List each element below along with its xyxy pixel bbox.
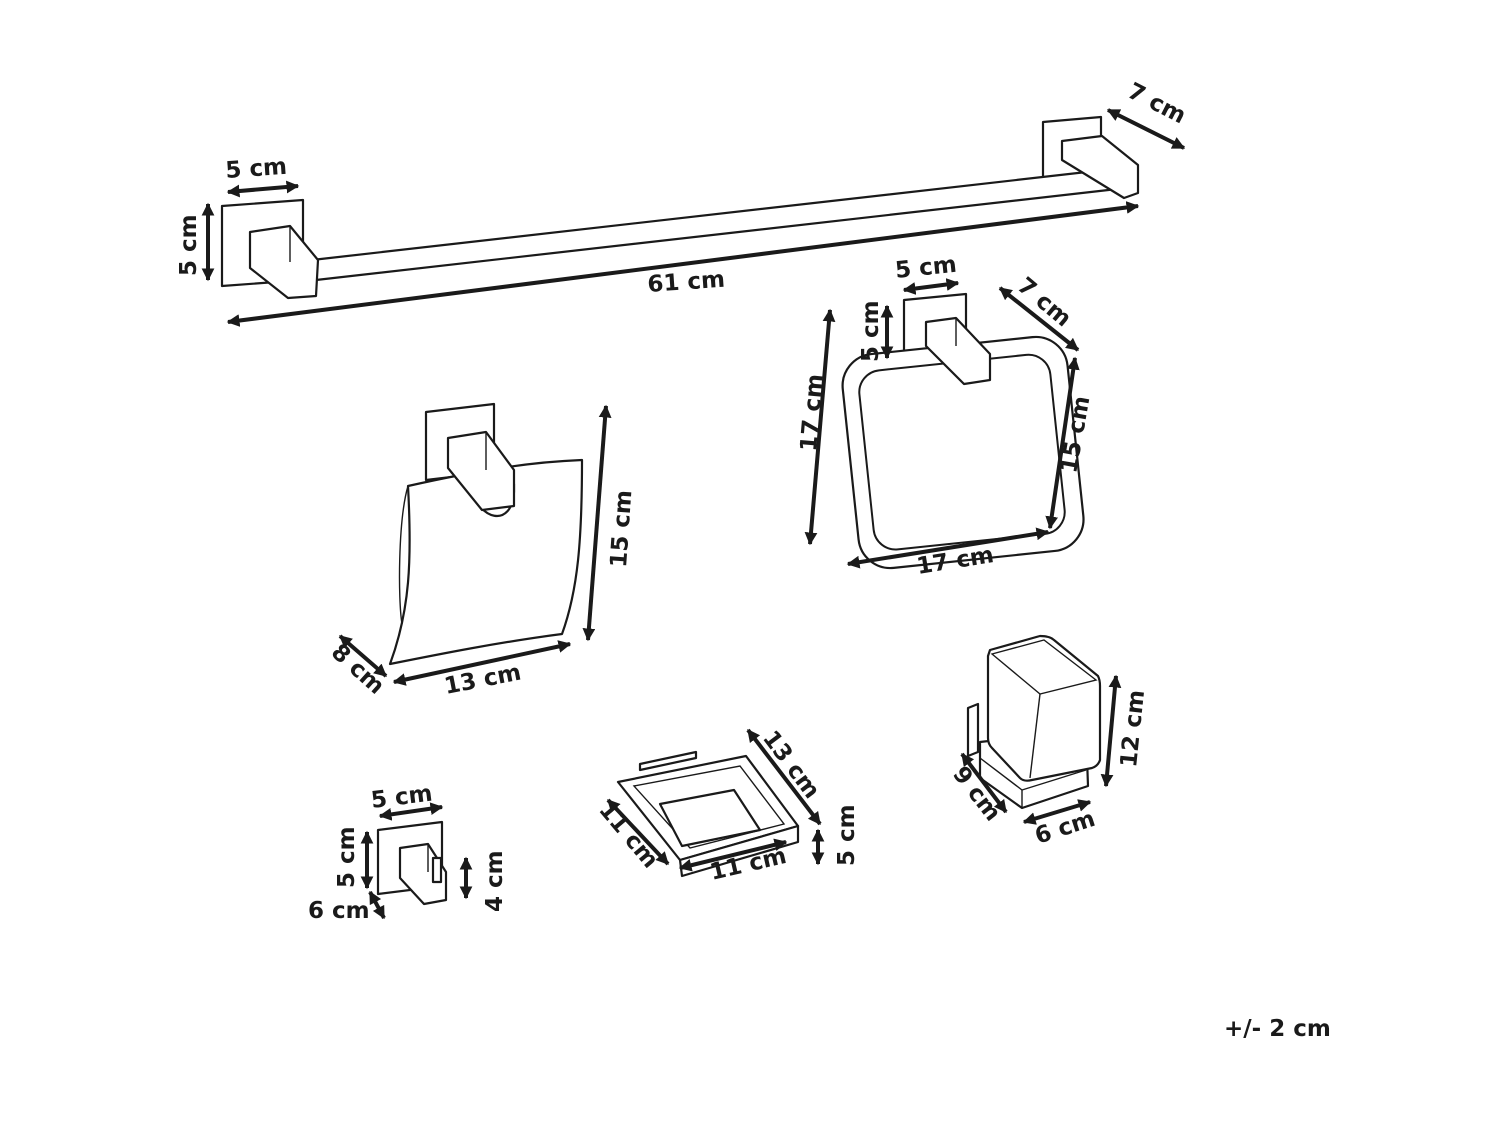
soap-dish: 13 cm 11 cm 11 cm 5 cm <box>593 726 860 886</box>
tumbler-width-label: 6 cm <box>1032 806 1099 850</box>
towel-bar-plate-height-label: 5 cm <box>176 214 202 276</box>
towel-bar-plate-width-label: 5 cm <box>225 154 288 184</box>
tolerance-note: +/- 2 cm <box>1224 1016 1331 1042</box>
tumbler-height-label: 12 cm <box>1116 689 1150 769</box>
towel-ring-plate-width-label: 5 cm <box>894 252 958 284</box>
paper-holder: 15 cm 8 cm 13 cm <box>326 402 637 700</box>
robe-hook: 5 cm 5 cm 6 cm 4 cm <box>308 781 508 924</box>
paper-holder-height-label: 15 cm <box>606 489 637 568</box>
paper-holder-width-label: 13 cm <box>442 660 523 700</box>
robe-hook-plate-height-label: 5 cm <box>334 826 360 888</box>
soap-dish-height-label: 5 cm <box>834 804 860 866</box>
towel-ring-total-height-label: 17 cm <box>796 373 829 453</box>
towel-bar-length-label: 61 cm <box>647 267 726 298</box>
tumbler: 12 cm 9 cm 6 cm <box>947 634 1150 850</box>
robe-hook-hook-height-label: 4 cm <box>482 850 508 912</box>
robe-hook-depth-label: 6 cm <box>308 898 370 924</box>
towel-ring: 5 cm 5 cm 7 cm 17 cm 15 cm 17 cm <box>796 252 1095 580</box>
towel-ring-plate-height-label: 5 cm <box>858 300 884 362</box>
